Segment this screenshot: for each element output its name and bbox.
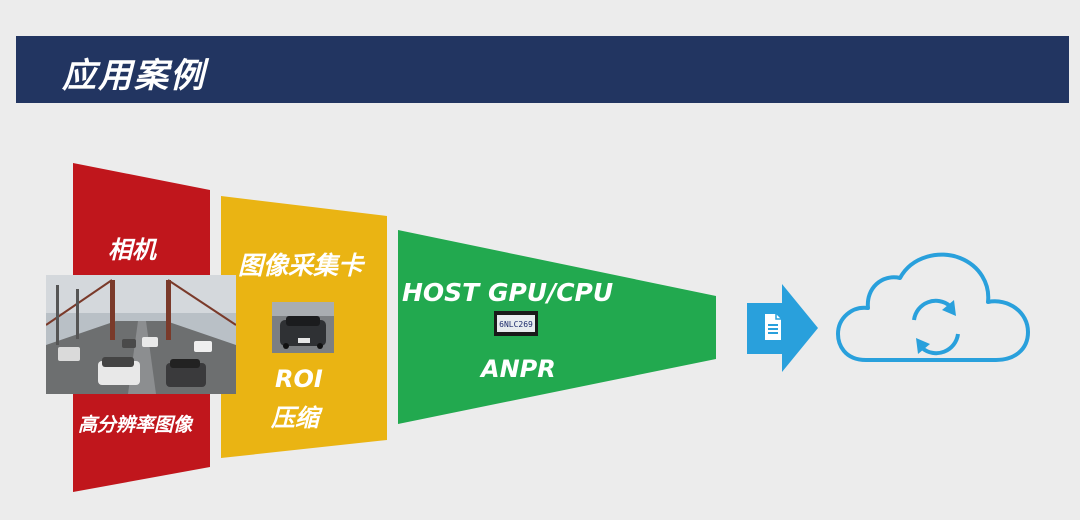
license-plate-crop: 6NLC269 bbox=[494, 311, 538, 336]
roi-crop-photo bbox=[272, 302, 334, 353]
host-stage-shape bbox=[398, 230, 716, 424]
roi-label: ROI bbox=[275, 365, 323, 393]
arrow-shape bbox=[747, 284, 818, 372]
camera-label: 相机 bbox=[108, 236, 156, 264]
header-bar: 应用案例 bbox=[16, 36, 1069, 103]
capture-card-label: 图像采集卡 bbox=[238, 251, 364, 280]
page-title: 应用案例 bbox=[62, 56, 206, 96]
cloud-sync-icon bbox=[836, 252, 1030, 362]
host-gpu-cpu-label: HOST GPU/CPU bbox=[402, 278, 614, 307]
anpr-label: ANPR bbox=[481, 355, 556, 383]
compress-label: 压缩 bbox=[271, 404, 319, 432]
high-resolution-photo bbox=[46, 275, 236, 394]
plate-number: 6NLC269 bbox=[499, 320, 533, 329]
high-resolution-image-label: 高分辨率图像 bbox=[78, 414, 193, 436]
document-icon bbox=[765, 314, 781, 340]
